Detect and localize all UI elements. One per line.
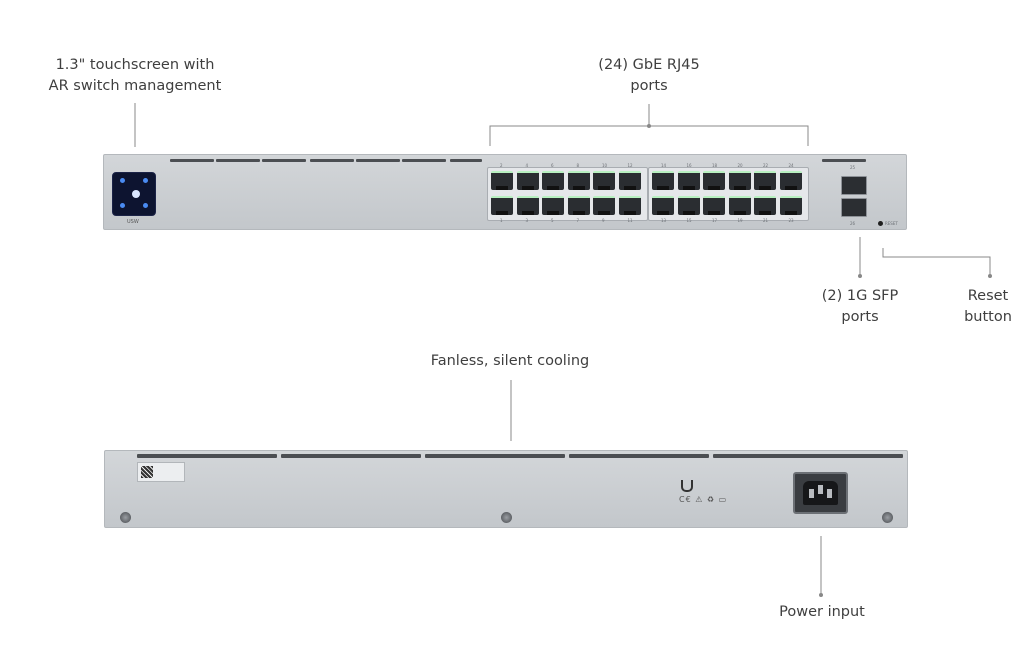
port-number: 13 — [661, 218, 667, 223]
rear-vent — [281, 454, 421, 458]
front-vent — [356, 159, 400, 162]
rj45-port[interactable] — [754, 196, 776, 215]
rj45-port[interactable] — [728, 171, 751, 190]
qr-code-icon — [141, 466, 153, 478]
sfp-port[interactable] — [841, 198, 867, 217]
reset-button-callout: Reset button — [964, 288, 1012, 325]
sfp-ports-callout: (2) 1G SFP ports — [821, 288, 899, 325]
front-vent — [262, 159, 306, 162]
port-number: 17 — [712, 218, 718, 223]
rj45-port[interactable] — [542, 196, 564, 215]
touchscreen-callout: 1.3" touchscreen with AR switch manageme… — [48, 57, 222, 94]
front-model-label: USW — [127, 219, 139, 225]
touchscreen-display-icon — [112, 172, 156, 216]
rj45-port[interactable] — [567, 196, 590, 215]
rear-vent — [137, 454, 277, 458]
port-number: 3 — [525, 218, 529, 223]
port-number: 15 — [686, 218, 692, 223]
port-number: 6 — [551, 163, 554, 168]
port-number: 9 — [602, 218, 605, 223]
cooling-callout: Fanless, silent cooling — [430, 353, 590, 369]
sfp-number: 26 — [850, 221, 856, 226]
front-vent — [170, 159, 214, 162]
port-number: 23 — [788, 218, 794, 223]
rj45-port[interactable] — [677, 196, 700, 215]
rj45-port[interactable] — [677, 171, 700, 190]
port-number: 8 — [576, 163, 580, 168]
front-vent — [310, 159, 354, 162]
iec-power-socket-icon[interactable] — [793, 472, 848, 514]
front-vent — [216, 159, 260, 162]
rj45-ports-callout: (24) GbE RJ45 ports — [598, 57, 700, 94]
certification-marks-icon: C€ ⚠ ♻ ▭ — [679, 495, 728, 504]
port-number: 16 — [686, 163, 692, 168]
sfp-number: 25 — [850, 165, 856, 170]
rj45-port[interactable] — [618, 196, 641, 215]
port-number: 20 — [737, 163, 743, 168]
ubiquiti-logo-icon — [681, 480, 693, 492]
rj45-port[interactable] — [652, 196, 674, 215]
port-number: 10 — [602, 163, 608, 168]
port-number: 18 — [712, 163, 718, 168]
rj45-port[interactable] — [779, 196, 802, 215]
rj45-port[interactable] — [567, 171, 590, 190]
rj45-port[interactable] — [618, 171, 641, 190]
rj45-port[interactable] — [516, 196, 539, 215]
port-number: 1 — [500, 218, 503, 223]
rear-vent — [569, 454, 709, 458]
rj45-port[interactable] — [516, 171, 539, 190]
port-number: 19 — [737, 218, 743, 223]
power-input-callout: Power input — [779, 604, 865, 620]
front-vent — [450, 159, 482, 162]
port-number: 22 — [763, 163, 769, 168]
rj45-port[interactable] — [754, 171, 776, 190]
rj45-port[interactable] — [652, 171, 674, 190]
port-number: 4 — [525, 163, 529, 168]
front-vent — [822, 159, 866, 162]
port-number: 2 — [500, 163, 503, 168]
port-number: 24 — [788, 163, 794, 168]
rj45-port[interactable] — [593, 171, 615, 190]
sfp-port[interactable] — [841, 176, 867, 195]
rj45-port[interactable] — [779, 171, 802, 190]
rear-screw — [501, 512, 512, 523]
rear-vent — [425, 454, 565, 458]
rear-screw — [120, 512, 131, 523]
rj45-port[interactable] — [542, 171, 564, 190]
port-number: 21 — [763, 218, 769, 223]
product-label-plate — [137, 462, 185, 482]
port-number: 14 — [661, 163, 667, 168]
port-number: 11 — [627, 218, 633, 223]
port-number: 7 — [576, 218, 580, 223]
rear-screw — [882, 512, 893, 523]
reset-button[interactable] — [878, 221, 883, 226]
rj45-port[interactable] — [728, 196, 751, 215]
switch-rear-panel: C€ ⚠ ♻ ▭ — [104, 450, 908, 528]
port-number: 12 — [627, 163, 633, 168]
front-vent — [402, 159, 446, 162]
rj45-port[interactable] — [593, 196, 615, 215]
rear-vent — [713, 454, 903, 458]
port-number: 5 — [551, 218, 554, 223]
reset-label: RESET — [885, 221, 898, 226]
rj45-port[interactable] — [491, 196, 513, 215]
rj45-port[interactable] — [703, 196, 725, 215]
rj45-port[interactable] — [703, 171, 725, 190]
rj45-port[interactable] — [491, 171, 513, 190]
